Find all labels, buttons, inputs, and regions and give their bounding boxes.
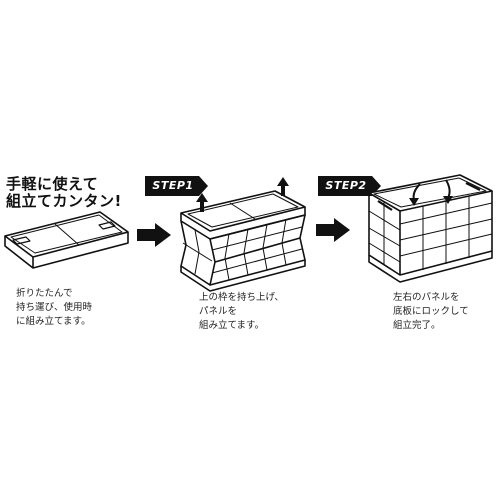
step2-badge: STEP2 bbox=[318, 176, 382, 196]
arrow-1-icon bbox=[137, 223, 171, 247]
headline-line-1: 手軽に使えて bbox=[6, 175, 99, 193]
step2-label: STEP2 bbox=[325, 179, 367, 192]
caption-step2: 左右のパネルを 底板にロックして 組立完了。 bbox=[393, 292, 469, 331]
step1-badge: STEP1 bbox=[145, 176, 209, 196]
caption-folded: 折りたたんで 持ち運び、使用時 に組み立てます。 bbox=[16, 288, 93, 327]
arrow-2-icon bbox=[316, 218, 350, 242]
headline-line-2: 組立てカンタン! bbox=[6, 192, 122, 210]
caption-step1: 上の枠を持ち上げ、 パネルを 組み立てます。 bbox=[199, 292, 284, 331]
headline: 手軽に使えて 組立てカンタン! bbox=[6, 176, 122, 210]
step1-label: STEP1 bbox=[152, 179, 194, 192]
